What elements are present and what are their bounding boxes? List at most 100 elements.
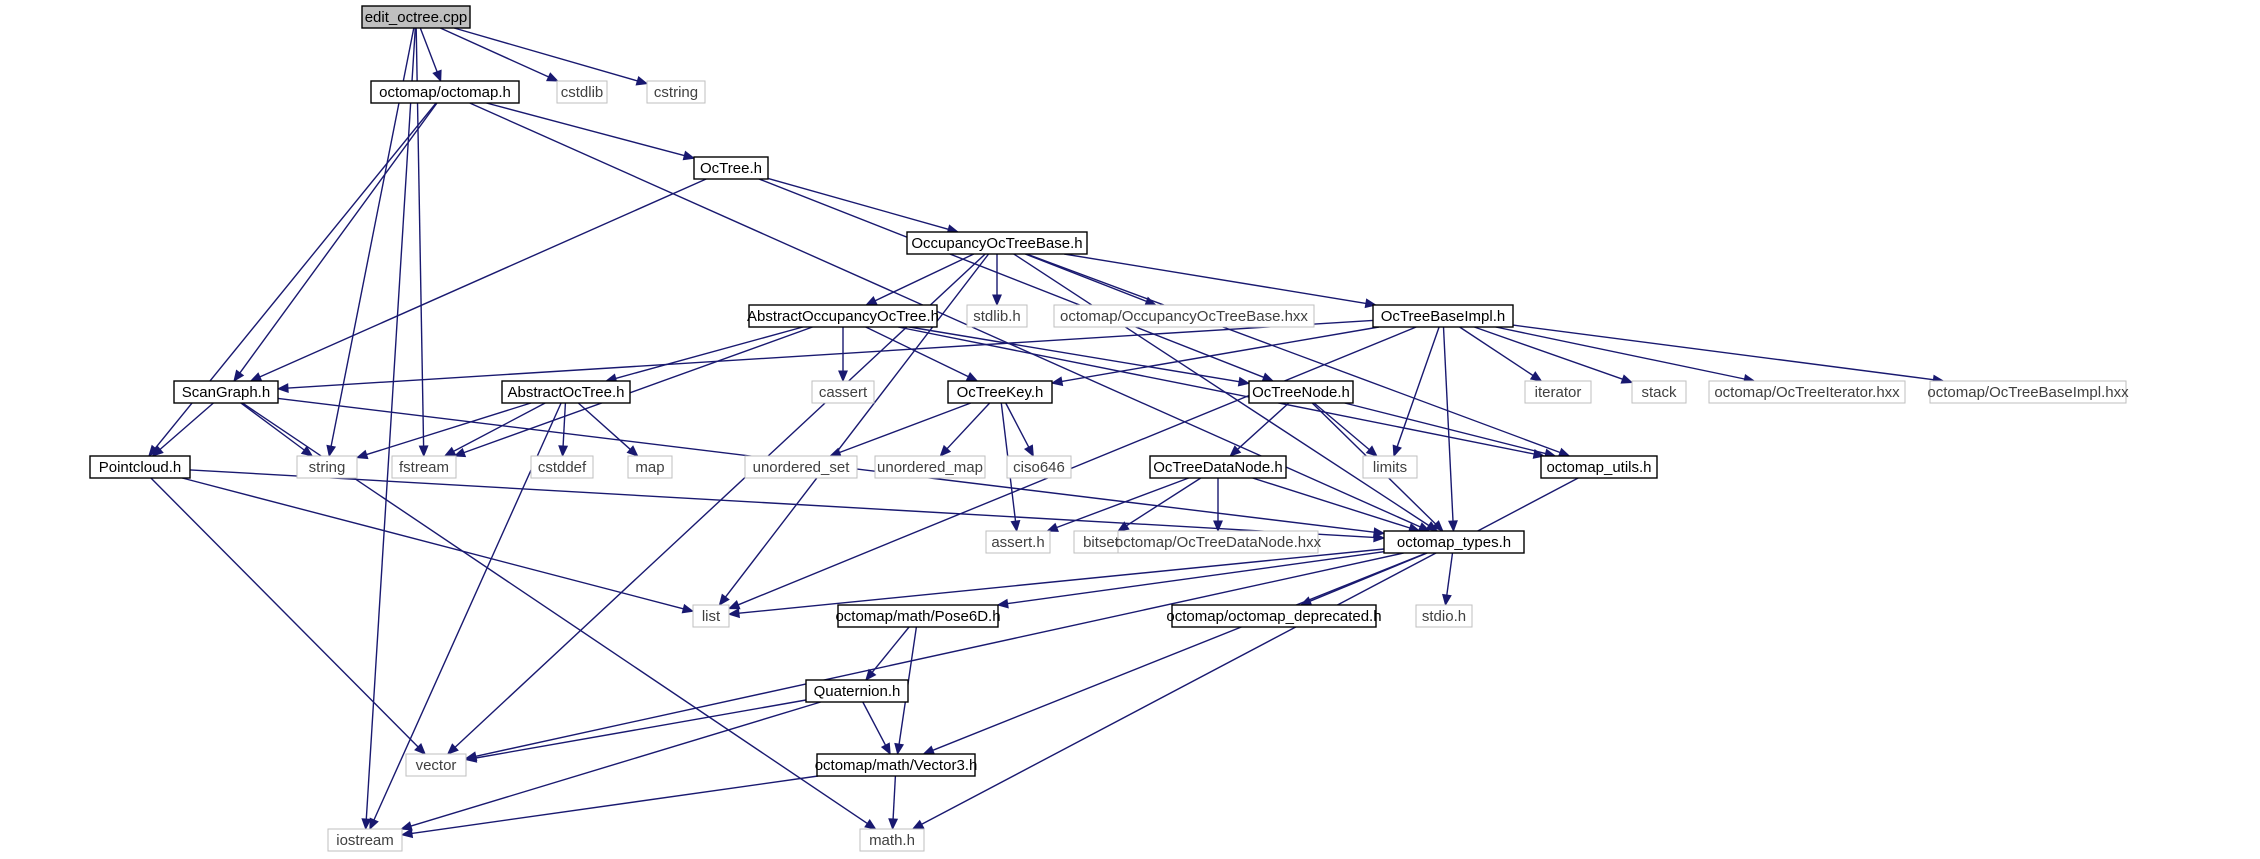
node-math[interactable]: math.h: [859, 828, 925, 852]
node-label: octomap/OccupancyOcTreeBase.hxx: [1060, 308, 1308, 325]
edge-abstract_octree-to-map: [577, 402, 639, 457]
node-label: ciso646: [1013, 459, 1065, 476]
node-label: list: [702, 608, 721, 625]
edge-scangraph-to-pointcloud: [151, 402, 214, 457]
node-cassert[interactable]: cassert: [811, 380, 875, 404]
node-unordered-map[interactable]: unordered_map: [874, 455, 986, 479]
edge-quaternion-to-iostream: [400, 701, 821, 831]
node-label: assert.h: [991, 534, 1044, 551]
edge-octree_base_impl-to-iterator: [1459, 326, 1543, 382]
edge-pointcloud-to-octomap_types: [189, 469, 1386, 543]
node-octreenode[interactable]: OcTreeNode.h: [1248, 380, 1354, 404]
node-label: stdlib.h: [973, 308, 1021, 325]
node-stdlib[interactable]: stdlib.h: [966, 304, 1028, 328]
edge-occupancy-to-occupancy_hxx: [1024, 253, 1158, 306]
node-octreekey[interactable]: OcTreeKey.h: [947, 380, 1053, 404]
node-pose6d[interactable]: octomap/math/Pose6D.h: [835, 604, 1001, 628]
node-octree-iterator-hxx[interactable]: octomap/OcTreeIterator.hxx: [1708, 380, 1906, 404]
edge-octree_base_impl-to-octomap_types: [1442, 326, 1458, 533]
node-label: octomap/octomap.h: [379, 84, 511, 101]
edge-abstract_octree-to-iostream: [369, 402, 562, 831]
node-fstream[interactable]: fstream: [391, 455, 457, 479]
edge-octree-to-occupancy: [767, 177, 960, 234]
node-abstract-octree[interactable]: AbstractOcTree.h: [501, 380, 631, 404]
node-label: octomap/octomap_deprecated.h: [1166, 608, 1381, 625]
node-pointcloud[interactable]: Pointcloud.h: [89, 455, 191, 479]
edge-octomap_types-to-stdio: [1442, 552, 1454, 607]
edge-occupancy-to-octree_base_impl: [1064, 253, 1378, 309]
edge-abstract_octree-to-cstddef: [558, 402, 569, 458]
node-edit-octree[interactable]: edit_octree.cpp: [361, 5, 471, 29]
node-cstddef[interactable]: cstddef: [530, 455, 594, 479]
edge-octree_base_impl-to-limits: [1392, 326, 1440, 458]
node-cstring[interactable]: cstring: [646, 80, 706, 104]
edge-octree_base_impl-to-octreekey: [1050, 326, 1380, 387]
node-label: OcTreeNode.h: [1252, 384, 1350, 401]
node-label: fstream: [399, 459, 449, 476]
edge-octree_base_impl-to-list: [727, 326, 1417, 610]
node-abstract-occupancy[interactable]: AbstractOccupancyOcTree.h: [747, 304, 939, 328]
node-scangraph[interactable]: ScanGraph.h: [173, 380, 279, 404]
node-octomap-utils[interactable]: octomap_utils.h: [1540, 455, 1658, 479]
node-label: stdio.h: [1422, 608, 1466, 625]
edge-edit_octree-to-octomap_octomap: [419, 27, 442, 83]
edge-octomap_octomap-to-octree: [486, 102, 696, 161]
node-octree[interactable]: OcTree.h: [693, 156, 769, 180]
node-unordered-set[interactable]: unordered_set: [744, 455, 858, 479]
node-label: string: [309, 459, 346, 476]
node-label: limits: [1373, 459, 1407, 476]
node-label: cstdlib: [561, 84, 604, 101]
edge-occupancy-to-list: [718, 253, 990, 607]
node-stdio[interactable]: stdio.h: [1415, 604, 1473, 628]
edge-scangraph-to-string: [240, 402, 314, 457]
node-ciso646[interactable]: ciso646: [1006, 455, 1072, 479]
edges-layer: [148, 27, 1945, 839]
node-list[interactable]: list: [692, 604, 730, 628]
node-label: iostream: [336, 832, 394, 849]
node-octomap-types[interactable]: octomap_types.h: [1383, 530, 1525, 554]
edge-octree_base_impl-to-scangraph: [276, 319, 1374, 394]
node-iostream[interactable]: iostream: [327, 828, 403, 852]
node-iterator[interactable]: iterator: [1524, 380, 1592, 404]
edge-abstract_occupancy-to-abstract_octree: [604, 326, 804, 383]
edge-octreenode-to-limits: [1313, 402, 1378, 457]
node-label: octomap_utils.h: [1546, 459, 1651, 476]
edge-octreenode-to-octree_data_node: [1229, 402, 1290, 457]
node-label: unordered_set: [753, 459, 851, 476]
edge-pose6d-to-quaternion: [865, 626, 910, 682]
node-label: cstddef: [538, 459, 587, 476]
node-string[interactable]: string: [296, 455, 358, 479]
node-assert[interactable]: assert.h: [985, 530, 1051, 554]
node-map[interactable]: map: [627, 455, 673, 479]
node-octomap-octomap[interactable]: octomap/octomap.h: [370, 80, 520, 104]
node-cstdlib[interactable]: cstdlib: [556, 80, 608, 104]
edge-octree_data_node-to-assert: [1046, 477, 1189, 532]
node-deprecated[interactable]: octomap/octomap_deprecated.h: [1166, 604, 1382, 628]
node-label: iterator: [1535, 384, 1582, 401]
node-octree-base-impl[interactable]: OcTreeBaseImpl.h: [1372, 304, 1514, 328]
edge-quaternion-to-vector: [464, 699, 807, 763]
edge-octomap_types-to-vector: [464, 552, 1404, 762]
node-label: OcTreeKey.h: [957, 384, 1044, 401]
node-vector[interactable]: vector: [405, 753, 467, 777]
node-quaternion[interactable]: Quaternion.h: [805, 679, 909, 703]
edge-occupancy-to-octomap_utils: [1026, 253, 1571, 457]
node-label: cstring: [654, 84, 698, 101]
node-limits[interactable]: limits: [1362, 455, 1418, 479]
node-stack[interactable]: stack: [1631, 380, 1687, 404]
edge-edit_octree-to-cstring: [453, 27, 649, 86]
node-label: octomap/OcTreeDataNode.hxx: [1115, 534, 1322, 551]
edge-abstract_occupancy-to-octreekey: [865, 326, 979, 382]
node-label: bitset: [1083, 534, 1120, 551]
edge-octree-to-scangraph: [249, 178, 707, 382]
edge-octomap_types-to-list: [727, 548, 1385, 619]
node-label: cassert: [819, 384, 868, 401]
node-occupancy[interactable]: OccupancyOcTreeBase.h: [906, 231, 1088, 255]
node-octree-base-impl-hxx[interactable]: octomap/OcTreeBaseImpl.hxx: [1927, 380, 2129, 404]
node-octree-data-node-hxx[interactable]: octomap/OcTreeDataNode.hxx: [1115, 530, 1322, 554]
node-label: octomap/math/Vector3.h: [815, 757, 978, 774]
node-bitset[interactable]: bitset: [1073, 530, 1129, 554]
node-octree-data-node[interactable]: OcTreeDataNode.h: [1149, 455, 1287, 479]
node-occupancy-hxx[interactable]: octomap/OccupancyOcTreeBase.hxx: [1053, 304, 1315, 328]
node-vector3[interactable]: octomap/math/Vector3.h: [815, 753, 978, 777]
